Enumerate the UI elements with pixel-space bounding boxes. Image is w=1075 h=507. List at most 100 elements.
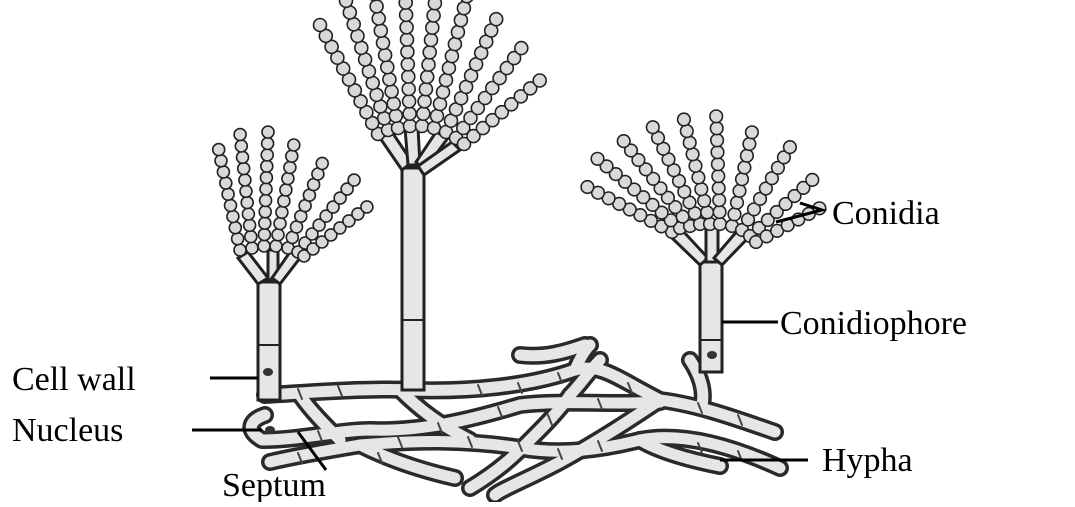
conidium — [515, 42, 528, 55]
conidium — [425, 34, 438, 47]
conidium — [401, 58, 414, 71]
conidium — [417, 107, 430, 120]
conidium — [370, 0, 383, 13]
conidium — [270, 240, 282, 252]
conidium — [695, 183, 708, 196]
conidium — [372, 12, 385, 25]
conidium — [686, 148, 699, 161]
label-hypha: Hypha — [822, 442, 913, 479]
conidium — [617, 135, 630, 148]
conidium — [402, 70, 415, 83]
conidium — [403, 95, 416, 108]
conidium — [437, 86, 450, 99]
conidium — [711, 134, 724, 147]
conidium — [738, 161, 751, 174]
conidium — [286, 150, 298, 162]
conidium — [731, 196, 744, 209]
conidium — [241, 197, 253, 209]
conidium — [678, 113, 691, 126]
conidium — [242, 208, 254, 220]
conidium — [423, 46, 436, 59]
conidium — [261, 160, 273, 172]
conidium — [712, 182, 725, 195]
conidium — [234, 129, 246, 141]
conidium — [340, 0, 353, 7]
conidium — [377, 36, 390, 49]
conidium — [258, 229, 270, 241]
conidium — [713, 206, 726, 219]
conidium — [215, 155, 227, 167]
conidium — [746, 126, 759, 139]
conidium — [237, 151, 249, 163]
conidium — [381, 61, 394, 74]
conidium — [806, 174, 819, 187]
conidium — [392, 122, 405, 135]
conidium — [442, 62, 455, 75]
conidium — [421, 70, 434, 83]
conidium — [260, 172, 272, 184]
label-septum: Septum — [222, 467, 326, 502]
conidium — [400, 21, 413, 34]
conidium — [404, 120, 417, 133]
conidium — [710, 122, 723, 135]
conidium — [698, 195, 711, 208]
conidium — [284, 161, 296, 173]
conidium — [260, 183, 272, 195]
conidium — [400, 8, 413, 21]
label-conidia: Conidia — [832, 195, 940, 232]
conidium — [681, 125, 694, 138]
conidium — [272, 229, 284, 241]
conidium — [238, 163, 250, 175]
conidium — [741, 149, 754, 162]
conidium — [239, 174, 251, 186]
conidium — [225, 199, 237, 211]
conidium — [581, 181, 594, 194]
conidia-chains — [213, 0, 826, 262]
conidium — [387, 97, 400, 110]
conidium — [647, 121, 660, 134]
conidium — [240, 185, 252, 197]
conidium — [427, 9, 440, 22]
conidium — [232, 233, 244, 245]
conidium — [361, 201, 373, 213]
conidium — [713, 194, 726, 207]
conidium — [689, 160, 702, 173]
conidium — [714, 218, 727, 231]
conidium — [434, 98, 447, 111]
conidium — [288, 139, 300, 151]
conidium — [711, 146, 724, 159]
conidium — [259, 206, 271, 218]
conidium — [262, 126, 274, 138]
conidium — [227, 211, 239, 223]
conidium — [229, 222, 241, 234]
conidium — [314, 19, 327, 32]
conidium — [280, 184, 292, 196]
label-conidiophore: Conidiophore — [780, 305, 967, 342]
conidium — [431, 110, 444, 123]
conidium — [217, 166, 229, 178]
conidium — [591, 153, 604, 166]
conidium — [389, 109, 402, 122]
conidium — [418, 95, 431, 108]
conidium — [728, 208, 741, 221]
conidium — [683, 136, 696, 149]
conidium — [379, 49, 392, 62]
conidium — [401, 45, 414, 58]
conidium — [451, 26, 464, 39]
label-cell-wall: Cell wall — [12, 361, 136, 398]
conidium — [416, 120, 429, 133]
conidium — [454, 14, 467, 27]
conidium — [701, 206, 714, 219]
label-nucleus: Nucleus — [12, 412, 123, 449]
conidium — [457, 2, 470, 15]
conidium — [445, 50, 458, 63]
conidium — [220, 177, 232, 189]
conidium — [260, 194, 272, 206]
conidium — [448, 38, 461, 51]
conidium — [712, 170, 725, 183]
conidium — [245, 231, 257, 243]
conidium — [383, 73, 396, 86]
conidium — [440, 74, 453, 87]
conidium — [428, 0, 441, 10]
